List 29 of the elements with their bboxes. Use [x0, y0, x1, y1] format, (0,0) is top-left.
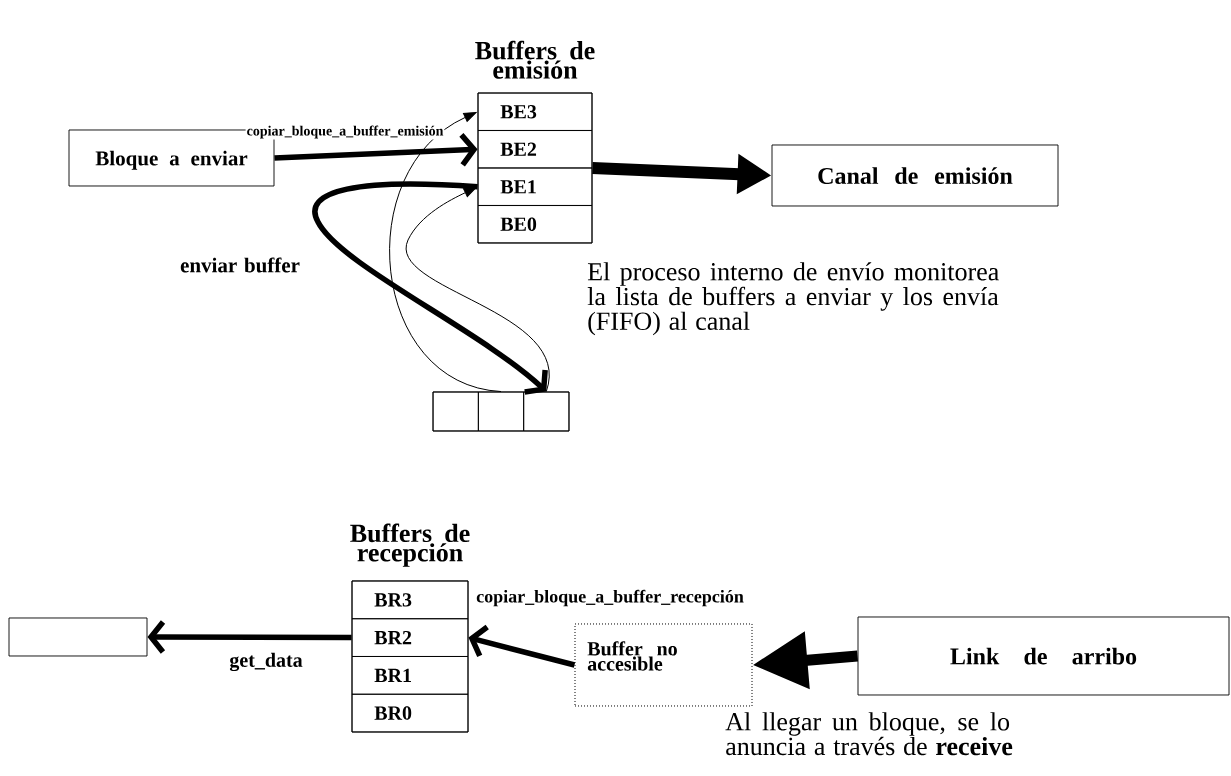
arrow [312, 181, 548, 395]
arrow [389, 111, 502, 393]
edge-label: get_data [228, 651, 304, 673]
buffer-slot: BR2 [351, 618, 469, 657]
channel-box: Canal de emisión [771, 144, 1059, 207]
queue-slot [477, 391, 525, 432]
dotted-box: Buffer no accesible [574, 623, 753, 707]
buffer-slot: BR1 [351, 656, 469, 695]
node-label: Buffers de emisión [475, 40, 595, 79]
arrow [147, 620, 352, 654]
edge-label: enviar buffer [179, 256, 301, 274]
arrow [468, 624, 576, 668]
note-text: El proceso interno de envío monitorea la lista de buffers a enviar y los envía (FIFO) al canal [587, 262, 999, 336]
edge-label: copiar_bloque_a_buffer_recepción [475, 588, 745, 608]
arrow [405, 186, 550, 393]
buffer-slot: BE0 [477, 205, 593, 244]
link-box: Link de arribo [857, 616, 1230, 696]
note-text: Al llegar un bloque, se lo anuncia a través de receive [725, 712, 1013, 756]
buffer-slot: BE3 [477, 92, 593, 131]
output-box [8, 617, 148, 657]
buffer-slot: BR3 [351, 580, 469, 620]
arrow [274, 133, 478, 167]
edge-label: copiar_bloque_a_buffer_emisión [245, 124, 445, 140]
buffer-slot: BE2 [477, 130, 593, 169]
queue-slot [432, 391, 479, 432]
node-label: Buffers de recepción [350, 523, 470, 567]
queue-slot [523, 391, 570, 432]
buffer-slot: BR0 [351, 693, 469, 733]
buffer-slot: BE1 [477, 167, 593, 206]
